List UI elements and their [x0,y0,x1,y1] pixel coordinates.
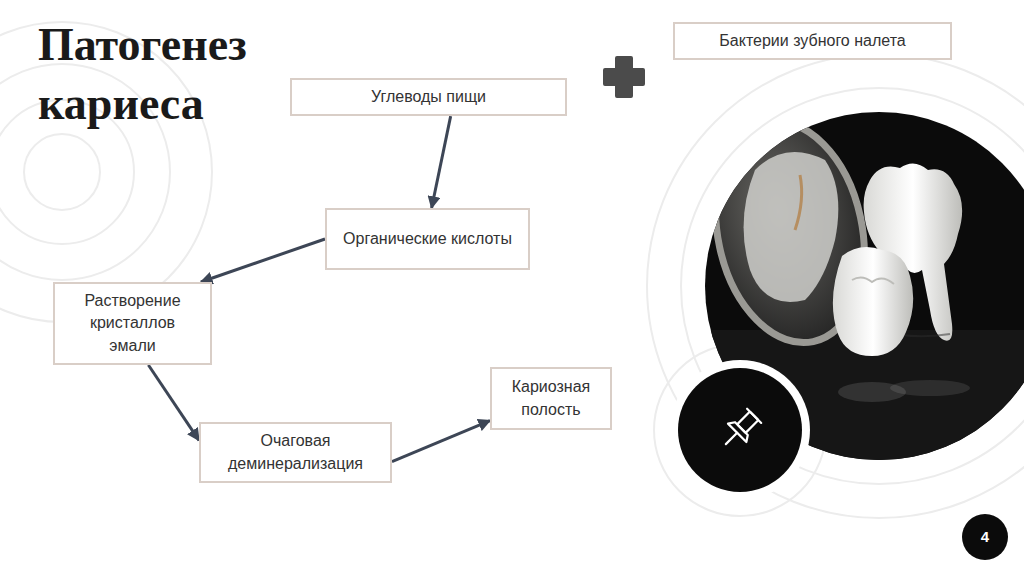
node-text: Бактерии зубного налета [719,30,905,52]
flow-arrow [392,421,490,462]
node-text: Очаговая деминерализация [213,430,378,474]
process-box: Кариозная полость [490,367,612,430]
node-text: Кариозная полость [504,376,598,420]
node-text: Органические кислоты [343,228,512,250]
node-text: Углеводы пищи [371,86,486,108]
flow-arrow [201,239,325,282]
plus-symbol [603,56,645,98]
process-box: Очаговая деминерализация [199,422,392,483]
process-box: Углеводы пищи [290,78,567,116]
flow-arrow [148,365,199,440]
flow-arrow [432,116,451,208]
process-box: Бактерии зубного налета [673,22,952,60]
node-text: 4 [981,527,989,548]
process-box: Органические кислоты [325,208,530,270]
page-number-badge: 4 [962,514,1008,560]
pin-badge [670,360,810,500]
slide-title: Патогенез кариеса [38,16,338,134]
node-text: Растворение кристаллов эмали [67,290,198,356]
process-box: Растворение кристаллов эмали [53,282,212,365]
circle-fill [962,514,1008,560]
teeth-photo [696,107,1024,470]
